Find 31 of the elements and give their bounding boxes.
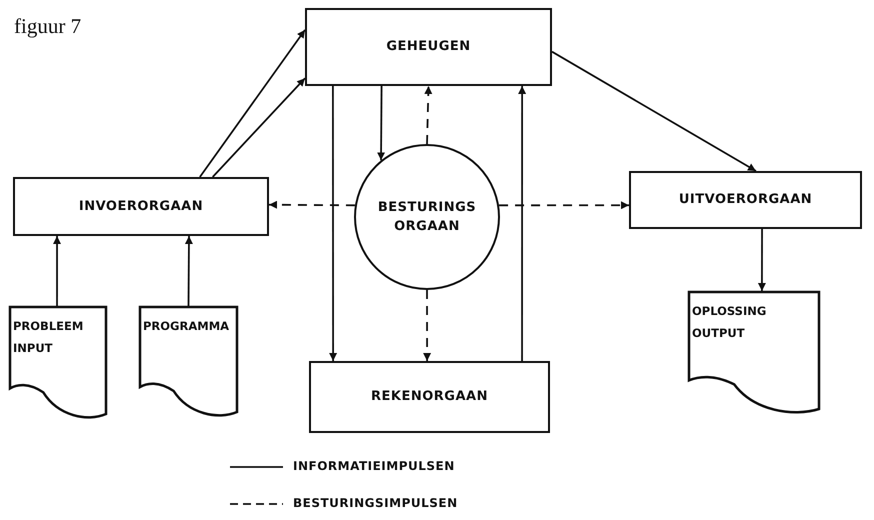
document-shape	[9, 306, 107, 418]
arrow	[184, 236, 193, 306]
unit-label: BESTURINGS ORGAAN	[376, 198, 478, 236]
unit-label: INVOERORGAAN	[78, 198, 204, 216]
arithmetic-unit-box	[309, 361, 550, 433]
unit-label: UITVOERORGAAN	[678, 191, 812, 210]
arrow	[53, 236, 62, 306]
memory-box	[305, 8, 552, 86]
arrow	[758, 229, 766, 291]
figure-number: figuur 7	[14, 14, 82, 39]
arrow	[377, 86, 386, 160]
input-unit-box	[13, 177, 269, 236]
dashed-arrow	[269, 200, 355, 209]
unit-label: OPLOSSING OUTPUT	[692, 303, 768, 342]
legend-label: BESTURINGSIMPULSEN	[293, 496, 458, 510]
arrow	[552, 50, 756, 172]
arrow	[212, 78, 306, 178]
document-shape	[139, 306, 238, 416]
unit-label: GEHEUGEN	[386, 38, 471, 56]
document-shape	[688, 291, 820, 413]
unit-label: PROGRAMMA	[143, 318, 230, 335]
dashed-arrow	[424, 86, 432, 144]
legend-label: INFORMATIEIMPULSEN	[293, 459, 455, 473]
arrow	[199, 29, 306, 178]
unit-label: REKENORGAAN	[371, 388, 488, 406]
arrow	[518, 86, 526, 361]
unit-label: PROBLEEM INPUT	[13, 318, 84, 357]
arrow	[329, 86, 338, 361]
dashed-arrow	[423, 290, 432, 361]
dashed-arrow	[499, 201, 629, 210]
output-unit-box	[629, 171, 862, 229]
